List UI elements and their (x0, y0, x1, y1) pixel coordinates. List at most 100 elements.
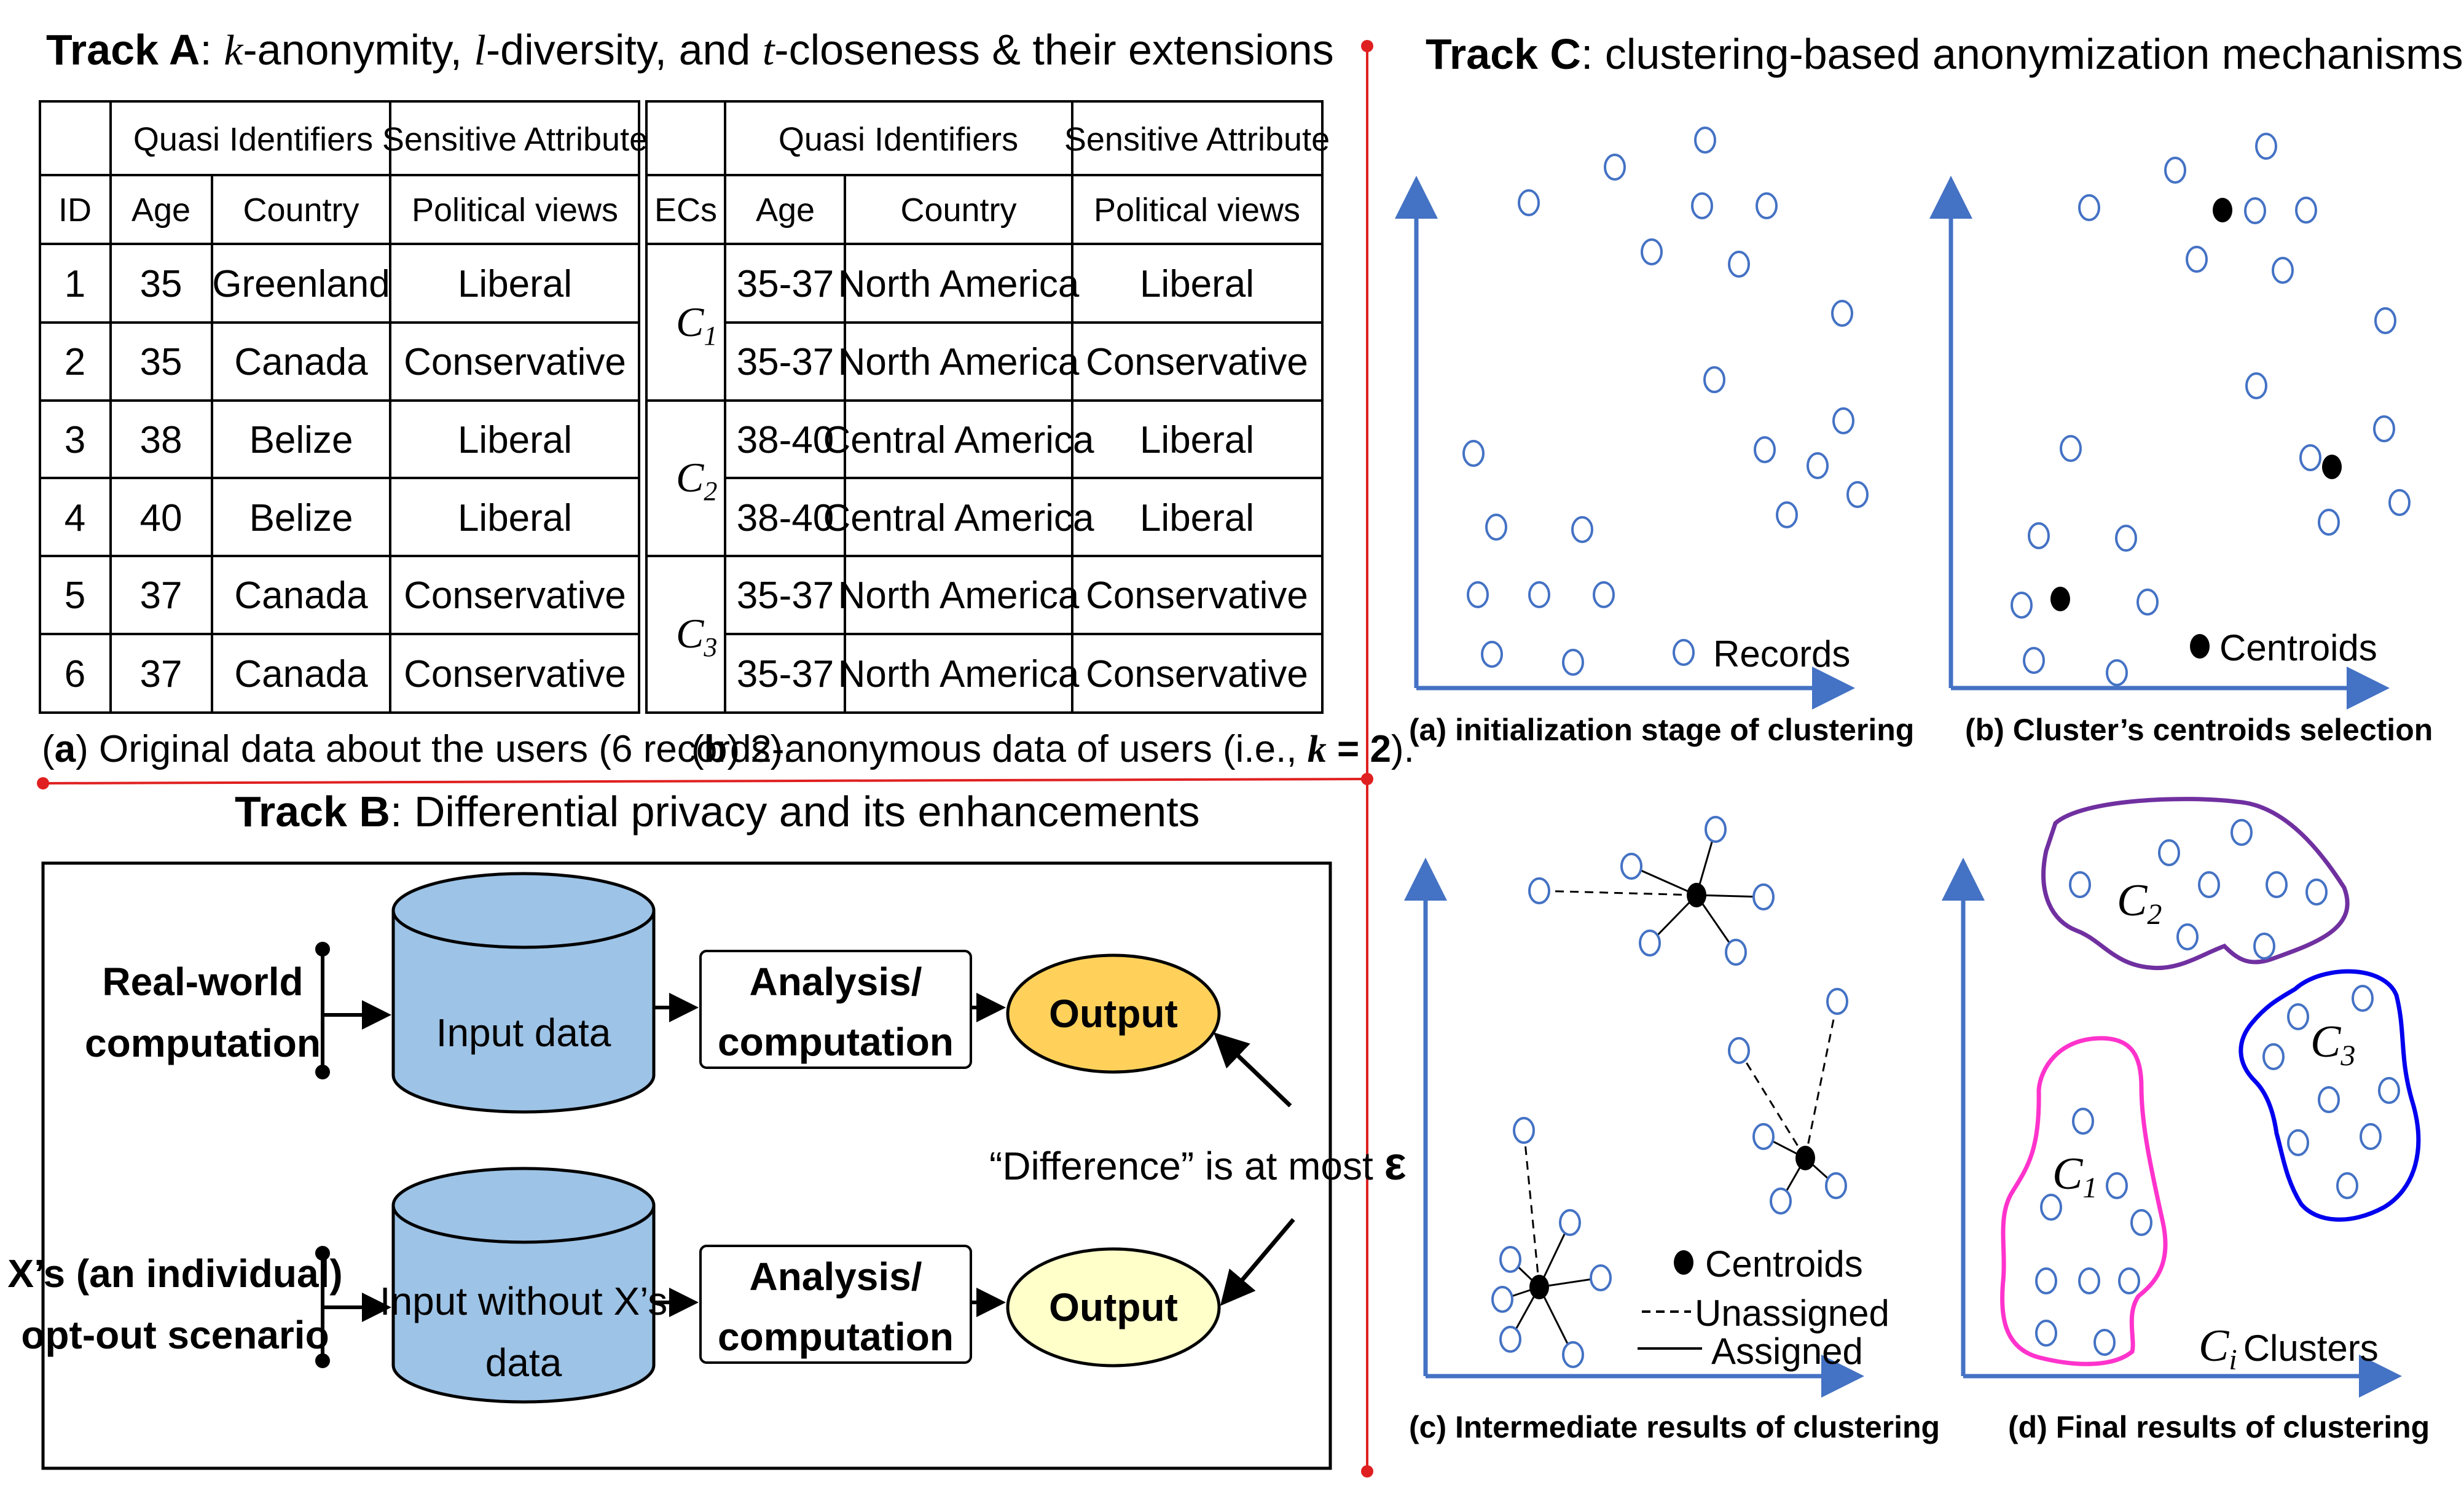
table-cell: Central America (823, 497, 1094, 539)
cluster-c3-outline (2238, 969, 2421, 1222)
centroid-dot (2322, 455, 2342, 479)
record-point (1590, 1264, 1612, 1291)
cluster-c3-label: C3 (2310, 1017, 2355, 1072)
difference-arrow-down (1220, 1218, 1295, 1306)
table-cell: North America (838, 263, 1080, 305)
table-cell: Conservative (1086, 653, 1308, 695)
record-point (1528, 877, 1550, 904)
real-world-label: Real-world (102, 960, 303, 1004)
table-cell: Canada (234, 653, 368, 695)
analysis-label-1-line2: computation (718, 1020, 954, 1064)
table-cell: Belize (249, 419, 353, 461)
record-point (2373, 415, 2395, 442)
table-cell: North America (838, 574, 1080, 617)
caption-panel-b: (b) Cluster’s centroids selection (1965, 713, 2433, 747)
record-point (1832, 407, 1854, 434)
table-cell: Conservative (404, 574, 626, 617)
record-point (2388, 489, 2411, 516)
record-point (1641, 238, 1663, 265)
input-data-label: Input data (436, 1011, 611, 1055)
record-point (1752, 1123, 1775, 1150)
column-header-id: ID (58, 192, 92, 229)
sensitive-attribute-header: Sensitive Attribute (382, 121, 648, 158)
centroid-dot (1687, 883, 1706, 907)
record-point (2118, 1267, 2140, 1294)
record-point (2318, 509, 2340, 536)
record-point (2287, 1003, 2309, 1030)
table-cell: 40 (140, 497, 182, 539)
record-point (2072, 1108, 2094, 1135)
record-point (1604, 154, 1626, 181)
record-point (2078, 194, 2100, 221)
record-point (1499, 1326, 1521, 1353)
track-b-title: Track B: Differential privacy and its en… (235, 788, 1200, 836)
record-point (1513, 1117, 1535, 1144)
table-cell: 35-37 (737, 653, 834, 695)
input-without-x-label-line2: data (485, 1340, 562, 1385)
record-point (2106, 659, 2128, 686)
centroid-dot (1529, 1275, 1549, 1299)
table-cell: 6 (65, 653, 85, 695)
record-point (2253, 933, 2275, 960)
record-point (2028, 522, 2050, 549)
record-point (1499, 1246, 1521, 1273)
table-b-caption: (b) 2-anonymous data of users (i.e., k =… (691, 728, 1414, 770)
input-data-database: Input data (391, 872, 656, 1114)
record-point (1703, 366, 1725, 393)
table-cell: Conservative (1086, 574, 1308, 617)
svg-text:Centroids: Centroids (2219, 627, 2377, 668)
record-point (2231, 819, 2253, 846)
record-point (1481, 641, 1503, 668)
track-c-title: Track C: clustering-based anonymization … (1426, 30, 2463, 78)
record-point (1825, 1172, 1847, 1199)
record-point (2040, 1194, 2062, 1221)
cluster-c2-label: C2 (2117, 875, 2162, 931)
legend-c: Centroids Unassigned Assigned (1638, 1243, 1889, 1372)
record-point (1752, 883, 1775, 910)
record-point (2106, 1172, 2128, 1199)
record-point (2035, 1267, 2057, 1294)
record-point (2023, 647, 2045, 674)
record-point (1639, 930, 1661, 957)
record-point (1528, 581, 1550, 608)
column-header-age: Age (756, 192, 815, 229)
opt-out-label-line2: opt-out scenario (21, 1313, 329, 1357)
quasi-identifiers-header: Quasi Identifiers (779, 121, 1018, 158)
column-header-country: Country (243, 192, 359, 229)
record-point (2374, 307, 2396, 334)
record-point (2093, 1329, 2116, 1356)
record-point (2255, 133, 2277, 160)
record-point (1826, 988, 1848, 1015)
record-point (2115, 525, 2137, 552)
track-a-title: Track A: k-anonymity, l-diversity, and t… (46, 26, 1334, 74)
svg-text:Records: Records (1713, 633, 1850, 675)
centroid-markers-b (2050, 198, 2342, 611)
record-point (1491, 1286, 1513, 1313)
bracket-row2 (315, 1246, 391, 1368)
output-label-1: Output (1049, 992, 1178, 1036)
table-cell: Greenland (212, 263, 390, 305)
records-scatter-d (2035, 819, 2400, 1356)
table-cell: Liberal (1140, 263, 1254, 305)
record-point (2186, 246, 2208, 273)
output-ellipse-1 (1006, 953, 1221, 1074)
record-point (2078, 1267, 2100, 1294)
table-cell: North America (838, 653, 1080, 695)
record-point (1694, 127, 1716, 154)
column-header-political-views: Political views (412, 192, 618, 229)
table-cell: 35-37 (737, 263, 834, 305)
table-cell: 1 (65, 263, 85, 305)
record-point (2360, 1123, 2382, 1150)
record-point (1725, 939, 1747, 966)
record-point (1562, 649, 1584, 676)
record-point (2295, 197, 2317, 224)
record-point (1705, 816, 1727, 843)
real-world-label-line2: computation (85, 1021, 321, 1065)
record-point (1770, 1188, 1792, 1215)
records-scatter-a (1462, 127, 1869, 676)
table-cell: Belize (249, 497, 353, 539)
table-cell: Conservative (404, 653, 626, 695)
table-cell: Liberal (458, 419, 572, 461)
table-cell: 38 (140, 419, 182, 461)
table-a-caption: (a) Original data about the users (6 rec… (42, 728, 793, 770)
